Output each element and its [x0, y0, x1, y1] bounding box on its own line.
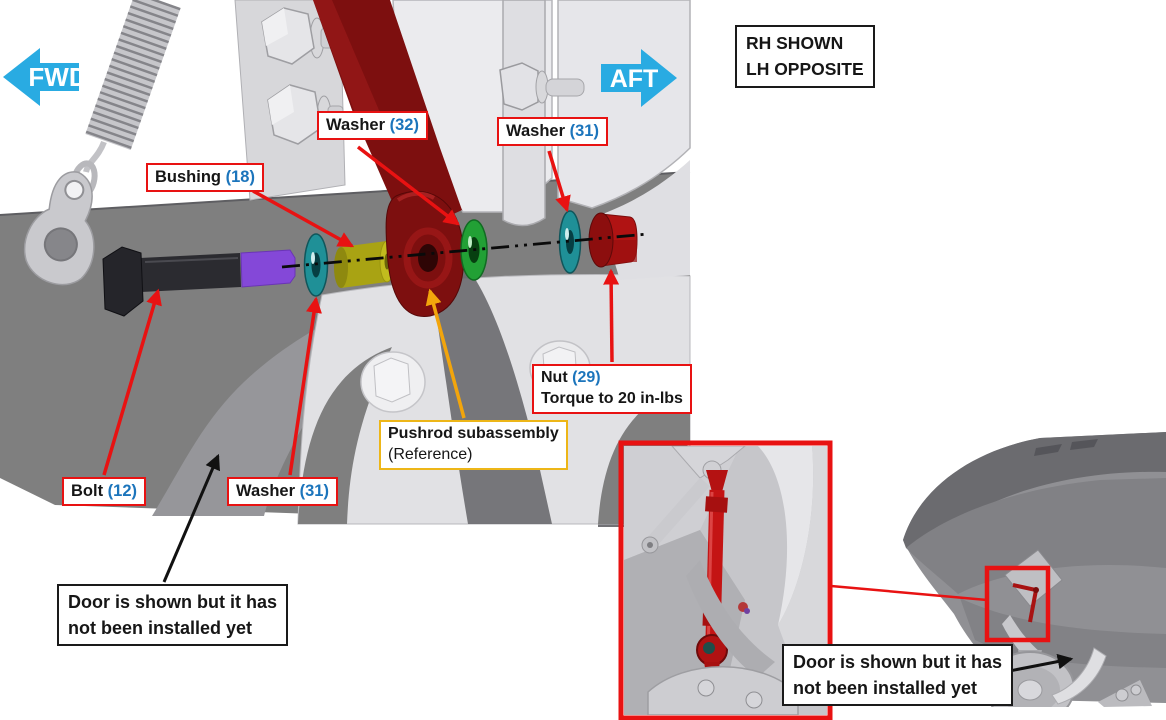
pivot-fitting	[499, 62, 585, 111]
bracket-post	[502, 0, 546, 227]
callout-arrow-nut	[603, 268, 620, 363]
callout-washer-31-top: Washer (31)	[497, 117, 608, 147]
callout-label: Washer	[236, 482, 295, 500]
torque-note: Torque to 20 in-lbs	[541, 389, 683, 407]
washer-teal-aft	[558, 210, 582, 274]
spring-anchor-tab	[24, 171, 95, 286]
exploded-axis-centerline	[281, 232, 649, 269]
callout-label: Bushing	[155, 168, 221, 186]
callout-number: (31)	[569, 122, 599, 140]
callout-label: Pushrod subassembly	[388, 425, 559, 442]
door-note-left: Door is shown but it has not been instal…	[57, 584, 289, 647]
rh-shown-note: RH SHOWN LH OPPOSITE	[735, 25, 875, 88]
callout-label: Washer	[326, 116, 385, 134]
door-note-line2: not been installed yet	[793, 678, 978, 699]
callout-number: (29)	[572, 369, 601, 386]
inset-link-line	[830, 584, 988, 602]
callout-arrows-red	[102, 145, 620, 476]
diagonal-tube	[647, 477, 710, 547]
door-note-arrow-left	[162, 453, 220, 583]
door-note-line1: Door is shown but it has	[793, 652, 1003, 672]
callout-arrow-bushing	[252, 189, 355, 248]
callout-arrow-bolt	[102, 288, 162, 476]
callout-arrow-washer-31-bottom	[288, 296, 322, 476]
bushing-part	[334, 240, 395, 288]
callout-nut-29: Nut (29) Torque to 20 in-lbs	[532, 364, 692, 414]
callout-number: (18)	[225, 168, 255, 186]
callout-label: Bolt	[71, 482, 104, 500]
callout-washer-31-bottom: Washer (31)	[227, 477, 338, 507]
callout-number: (31)	[299, 482, 329, 500]
aft-arrow: AFT	[601, 49, 677, 107]
callout-bolt-12: Bolt (12)	[62, 477, 147, 507]
door-note-right: Door is shown but it has not been instal…	[782, 644, 1014, 707]
door-note-line1: Door is shown but it has	[68, 592, 278, 612]
location-highlight-rect	[984, 565, 1051, 643]
callout-arrow-pushrod	[425, 288, 466, 419]
inset-closeup-border	[618, 440, 833, 720]
callout-label: Washer	[506, 122, 565, 140]
door-flap	[1051, 647, 1107, 705]
bolt-tip-purple	[240, 249, 296, 288]
reference-note: (Reference)	[388, 445, 473, 463]
rh-shown-line2: LH OPPOSITE	[746, 59, 864, 80]
rh-shown-line1: RH SHOWN	[746, 33, 844, 53]
spring	[70, 0, 181, 200]
callout-washer-32: Washer (32)	[317, 111, 428, 141]
support-strap	[686, 560, 775, 678]
callout-bushing-18: Bushing (18)	[146, 163, 264, 193]
aft-arrow-label: AFT	[610, 65, 659, 93]
inset-closeup	[624, 446, 827, 715]
callout-arrow-washer-32	[356, 145, 460, 226]
callout-number: (32)	[389, 116, 419, 134]
bolt-part	[102, 246, 296, 317]
callout-arrow-washer-31-top	[547, 150, 571, 213]
nut-part	[588, 212, 638, 268]
callout-number: (12)	[107, 482, 138, 500]
pushrod-location-mini	[1012, 583, 1039, 623]
callout-label: Nut	[541, 369, 568, 386]
fwd-arrow: FWD	[3, 48, 88, 106]
callout-pushrod-reference: Pushrod subassembly (Reference)	[379, 420, 568, 470]
door-note-line2: not been installed yet	[68, 618, 253, 639]
fwd-arrow-label: FWD	[28, 62, 87, 92]
hex-bolt-boss	[373, 357, 411, 403]
